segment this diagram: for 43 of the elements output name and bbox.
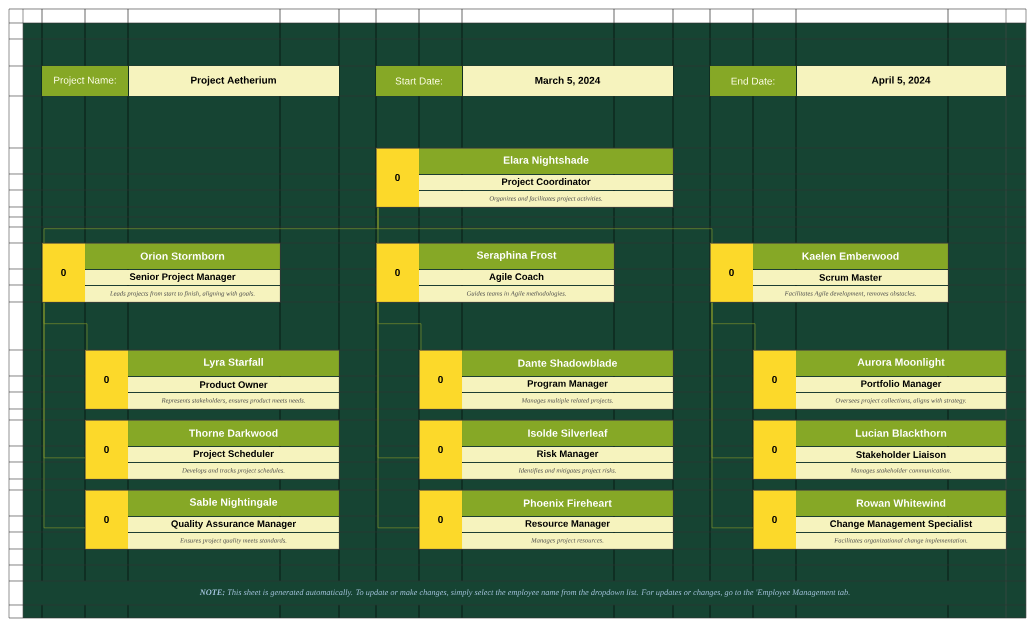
number-badge: 0	[85, 350, 128, 409]
connector-line	[43, 302, 86, 529]
name-bar: Kaelen Emberwood	[753, 243, 948, 269]
field-value: March 5, 2024	[463, 66, 673, 96]
number-badge: 0	[376, 243, 419, 302]
name-bar: Phoenix Fireheart	[462, 490, 673, 516]
name-bar: Dante Shadowblade	[462, 350, 673, 376]
name-bar: Rowan Whitewind	[796, 490, 1006, 516]
name-bar: Thorne Darkwood	[128, 420, 339, 446]
name-bar: Lyra Starfall	[128, 350, 339, 376]
name-bar: Isolde Silverleaf	[462, 420, 673, 446]
name-bar: Elara Nightshade	[419, 148, 673, 174]
number-badge: 0	[710, 243, 753, 302]
field-label: End Date:	[710, 66, 796, 96]
name-bar: Lucian Blackthorn	[796, 420, 1006, 446]
role-bar: Program Manager	[462, 377, 673, 392]
role-bar: Agile Coach	[419, 270, 614, 285]
role-bar: Senior Project Manager	[85, 270, 280, 285]
name-bar: Aurora Moonlight	[796, 350, 1006, 376]
number-badge: 0	[85, 490, 128, 549]
name-bar: Orion Stormborn	[85, 243, 280, 269]
role-bar: Product Owner	[128, 377, 339, 392]
role-bar: Portfolio Manager	[796, 377, 1006, 392]
name-bar: Seraphina Frost	[419, 243, 614, 269]
number-badge: 0	[85, 420, 128, 479]
field-label: Project Name:	[42, 66, 128, 96]
name-bar: Sable Nightingale	[128, 490, 339, 516]
number-badge: 0	[376, 148, 419, 207]
field-value: Project Aetherium	[129, 66, 339, 96]
role-bar: Scrum Master	[753, 270, 948, 285]
number-badge: 0	[753, 490, 796, 549]
number-badge: 0	[753, 350, 796, 409]
number-badge: 0	[419, 420, 462, 479]
number-badge: 0	[419, 350, 462, 409]
number-badge: 0	[419, 490, 462, 549]
connector-line	[377, 302, 420, 529]
field-label: Start Date:	[376, 66, 462, 96]
number-badge: 0	[42, 243, 85, 302]
connector-line	[711, 302, 754, 529]
number-badge: 0	[753, 420, 796, 479]
note-text: NOTE: This sheet is generated automatically. To update or make changes, simply select the employee name from the dropdown list. For updates or changes, go to the 'Employee Management tab.	[199, 589, 850, 597]
field-value: April 5, 2024	[797, 66, 1006, 96]
connector-line	[377, 207, 713, 244]
